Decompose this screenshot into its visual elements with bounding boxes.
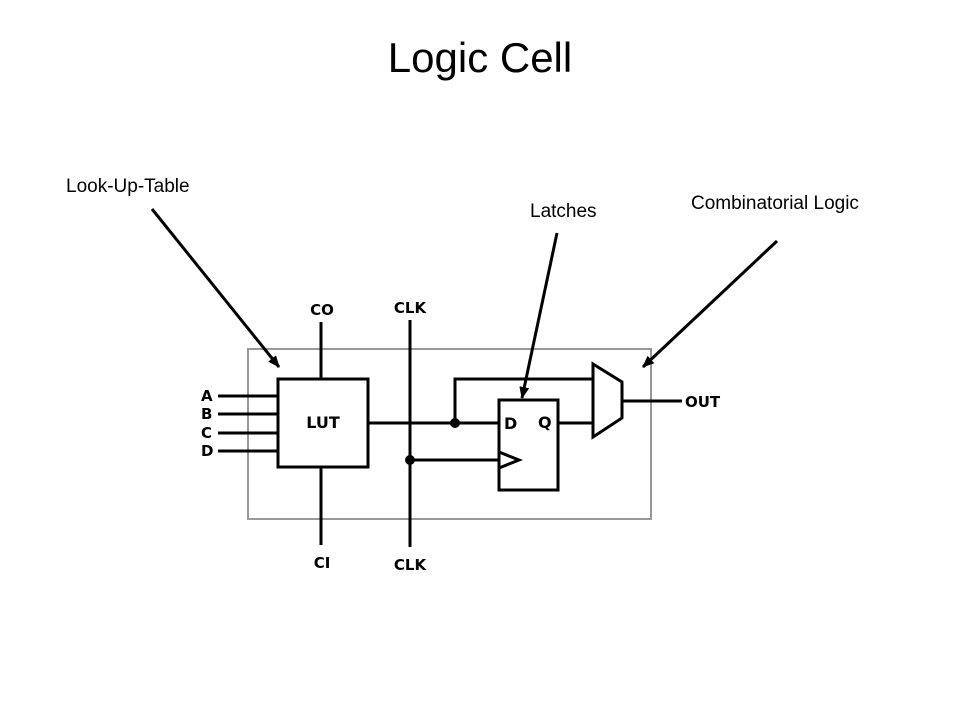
slide-title: Logic Cell [387, 34, 573, 81]
bypass-wire [453, 377, 593, 423]
carry-in-label: CI [314, 554, 331, 572]
ff-q-label: Q [538, 413, 552, 432]
multiplexer-block [591, 361, 624, 440]
clock-triangle-icon [498, 450, 524, 470]
arrow-look-up-table [150, 208, 281, 368]
lut-label: LUT [306, 413, 340, 432]
callout-look-up-table: Look-Up-Table [66, 176, 190, 197]
ff-d-label: D [504, 414, 517, 433]
arrow-combinatorial-logic [641, 239, 779, 369]
clk-top-label: CLK [394, 299, 428, 317]
carry-out-label: CO [310, 301, 334, 319]
input-label-a: A [201, 387, 213, 405]
clk-bottom-label: CLK [394, 556, 428, 574]
callout-combinatorial-logic: Combinatorial Logic [691, 193, 859, 214]
input-label-b: B [201, 405, 212, 423]
flip-flop-block [497, 398, 560, 492]
callout-latches: Latches [530, 201, 597, 222]
output-label: OUT [685, 393, 721, 411]
input-label-c: C [201, 424, 212, 442]
arrow-latches [519, 232, 559, 399]
input-label-d: D [201, 442, 213, 460]
